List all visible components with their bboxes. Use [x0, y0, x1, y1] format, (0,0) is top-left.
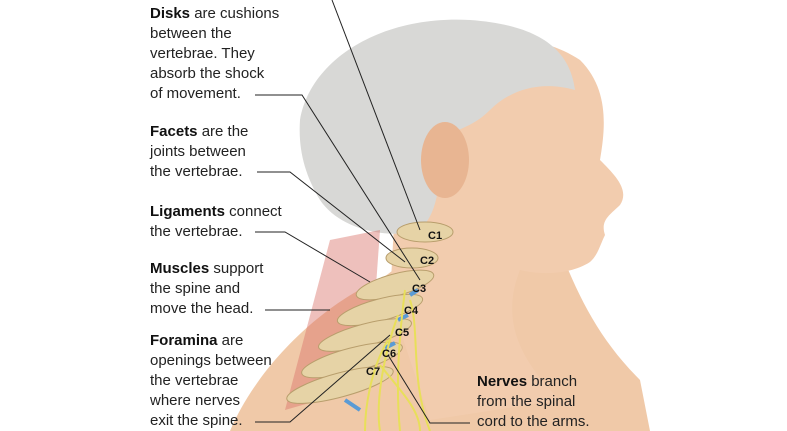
leader-ligaments: [255, 231, 371, 283]
disks-caption: Disks are cushions between the vertebrae…: [150, 5, 280, 102]
nerves-caption: Nerves branch from the spinal cord to th…: [477, 373, 590, 430]
foramina-caption: Foramina are openings between the verteb…: [150, 332, 272, 429]
ligaments-caption: Ligaments connect the vertebrae.: [150, 203, 282, 240]
leader-facets: [257, 171, 406, 263]
leader-nerves: [387, 354, 470, 424]
vertebra-c2-label: C2: [420, 255, 435, 267]
vertebra-c3-label: C3: [412, 283, 427, 295]
leader-foramina: [255, 334, 391, 423]
muscles-caption: Muscles support the spine and move the h…: [150, 260, 264, 317]
vertebra-c6-label: C6: [382, 348, 397, 360]
leader-top: [331, 0, 421, 231]
cervical-spine: [286, 221, 454, 404]
nerves: [364, 289, 431, 431]
facets-caption: Facets are the joints between the verteb…: [150, 123, 249, 180]
ear: [421, 122, 469, 198]
leader-lines: [255, 0, 470, 424]
vertebra-c4-label: C4: [404, 305, 419, 317]
vertebra-c1-label: C1: [428, 230, 443, 242]
leader-disks: [255, 94, 421, 281]
vertebra-c5-label: C5: [395, 327, 410, 339]
disks: [343, 288, 420, 412]
vertebra-c7-label: C7: [366, 366, 381, 378]
